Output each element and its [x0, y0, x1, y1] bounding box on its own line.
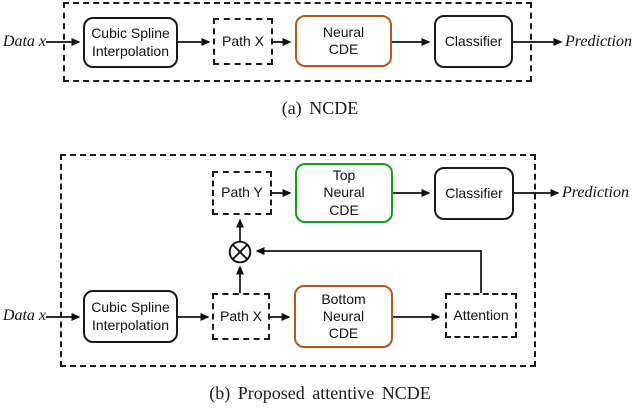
path-y-label: Path Y [221, 184, 263, 201]
classifier-label: Classifier [444, 32, 503, 49]
panel-a-input-label: Data x [2, 33, 46, 50]
classifier-label: Classifier [445, 184, 503, 201]
panel-a-interpolation-box: Cubic Spline Interpolation [83, 17, 178, 68]
multiply-icon [228, 240, 252, 264]
bottom-neural-cde-label: Bottom Neural CDE [321, 290, 366, 342]
panel-b-classifier-box: Classifier [434, 167, 514, 220]
panel-b-caption: (b) Proposed attentive NCDE [209, 383, 431, 403]
panel-b-input-label: Data x [2, 307, 46, 324]
panel-b-interpolation-box: Cubic Spline Interpolation [83, 290, 178, 343]
panel-b-top-neural-cde-box: Top Neural CDE [295, 163, 393, 223]
panel-b-path-y-box: Path Y [212, 171, 272, 215]
top-neural-cde-label: Top Neural CDE [323, 167, 365, 218]
panel-a-neural-cde-box: Neural CDE [295, 15, 392, 67]
panel-b-bottom-neural-cde-box: Bottom Neural CDE [294, 285, 393, 348]
neural-cde-label: Neural CDE [322, 23, 365, 57]
panel-a-classifier-box: Classifier [434, 15, 513, 68]
path-x-label: Path X [221, 32, 265, 49]
interpolation-label: Cubic Spline Interpolation [91, 299, 170, 333]
panel-b-path-x-box: Path X [212, 293, 270, 340]
interpolation-label: Cubic Spline Interpolation [91, 25, 170, 59]
path-x-label: Path X [219, 307, 263, 324]
panel-b-attention-box: Attention [445, 293, 517, 338]
panel-a-output-label: Prediction [565, 33, 632, 50]
panel-b-output-label: Prediction [562, 184, 629, 201]
panel-b-boundary [60, 154, 536, 367]
panel-a-caption: (a) NCDE [281, 98, 359, 118]
panel-a-boundary [63, 2, 532, 82]
attention-label: Attention [453, 306, 509, 323]
panel-a-path-x-box: Path X [213, 18, 273, 65]
